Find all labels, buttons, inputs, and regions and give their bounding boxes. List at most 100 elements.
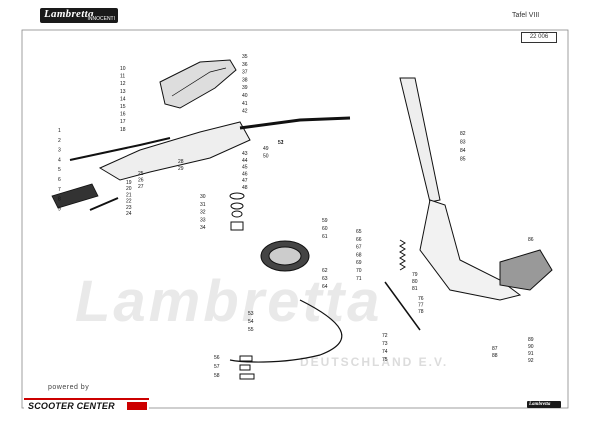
part-label-74: 74 [382,349,388,355]
handlebar-tube-left [69,137,171,161]
part-label-83: 83 [460,140,466,146]
part-label-20: 20 [126,186,132,192]
part-label-78: 78 [418,309,424,315]
part-label-65: 65 [356,229,362,235]
part-label-3: 3 [58,148,61,154]
part-label-91: 91 [528,351,534,357]
sponsor-accent [127,402,147,410]
part-label-1: 1 [58,128,61,134]
speedometer-head [260,240,310,272]
handlebar-top-cover [159,59,237,109]
part-label-57: 57 [214,364,220,370]
part-label-30: 30 [200,194,206,200]
part-label-56: 56 [214,355,220,361]
part-label-55: 55 [248,327,254,333]
part-label-22: 22 [126,199,132,205]
plate-title: Tafel VIII [512,12,540,19]
fork-spring [399,239,406,271]
part-label-18: 18 [120,127,126,133]
part-label-61: 61 [322,234,328,240]
brand-small-text: Lambretta [529,402,551,407]
watermark-sub: DEUTSCHLAND E.V. [300,355,449,369]
part-label-15: 15 [120,104,126,110]
part-label-2: 2 [58,138,61,144]
fork-hub [499,249,553,291]
bolts-group [239,355,255,380]
part-label-58: 58 [214,373,220,379]
part-label-13: 13 [120,89,126,95]
part-number-labels: 1234567891011121314151617181920212223242… [58,54,534,379]
part-label-66: 66 [356,237,362,243]
part-label-81: 81 [412,286,418,292]
part-label-26: 26 [138,178,144,184]
part-label-44: 44 [242,158,248,164]
part-label-53: 53 [248,311,254,317]
part-label-86: 86 [528,237,534,243]
part-label-69: 69 [356,260,362,266]
brand-sub-text: INNOCENTI [87,16,115,22]
watermark-main: Lambretta [75,269,383,334]
part-label-21: 21 [126,192,132,198]
part-label-33: 33 [200,217,206,223]
scooter-center-logo[interactable]: SCOOTER CENTER [24,398,149,413]
part-label-76: 76 [418,296,424,302]
part-label-35: 35 [242,54,248,60]
part-label-41: 41 [242,101,248,107]
part-label-51: 51 [278,140,284,146]
part-label-29: 29 [178,166,184,172]
part-label-87: 87 [492,346,498,352]
tie-rod [384,281,421,331]
part-label-45: 45 [242,165,248,171]
part-label-70: 70 [356,268,362,274]
part-label-25: 25 [138,171,144,177]
part-label-5: 5 [58,167,61,173]
handlebar-body [98,121,251,181]
brand-text: Lambretta [44,8,94,20]
part-label-64: 64 [322,284,328,290]
part-label-11: 11 [120,74,125,80]
part-label-90: 90 [528,344,534,350]
part-label-6: 6 [58,177,61,183]
part-label-16: 16 [120,112,126,118]
steering-column [399,77,441,203]
part-label-14: 14 [120,96,126,102]
left-grip [51,183,99,209]
part-label-59: 59 [322,218,328,224]
part-label-23: 23 [126,205,132,211]
part-label-82: 82 [460,131,466,137]
part-label-77: 77 [418,303,424,309]
part-label-34: 34 [200,225,206,231]
part-label-19: 19 [126,180,132,186]
part-label-79: 79 [412,272,418,278]
handlebar-top-detail [171,67,227,97]
part-label-62: 62 [322,268,328,274]
part-label-28: 28 [178,159,184,165]
powered-by-text: powered by [48,384,90,391]
part-label-32: 32 [200,210,206,216]
part-label-17: 17 [120,119,126,125]
part-label-48: 48 [242,185,248,191]
part-label-36: 36 [242,62,248,68]
part-label-80: 80 [412,279,418,285]
part-label-92: 92 [528,358,534,364]
plate-code: 22 006 [521,32,557,43]
part-label-37: 37 [242,70,248,76]
part-label-84: 84 [460,148,466,154]
part-label-38: 38 [242,77,248,83]
part-label-85: 85 [460,157,466,163]
part-label-60: 60 [322,226,328,232]
part-label-63: 63 [322,276,328,282]
part-label-12: 12 [120,81,126,87]
part-label-31: 31 [200,202,206,208]
fork-assembly [419,199,522,301]
part-label-46: 46 [242,171,248,177]
part-label-47: 47 [242,178,248,184]
part-label-54: 54 [248,319,254,325]
switch-stack [229,192,245,231]
part-label-24: 24 [126,211,132,217]
part-label-71: 71 [356,276,362,282]
part-label-72: 72 [382,333,388,339]
part-label-52: 52 [278,140,284,146]
